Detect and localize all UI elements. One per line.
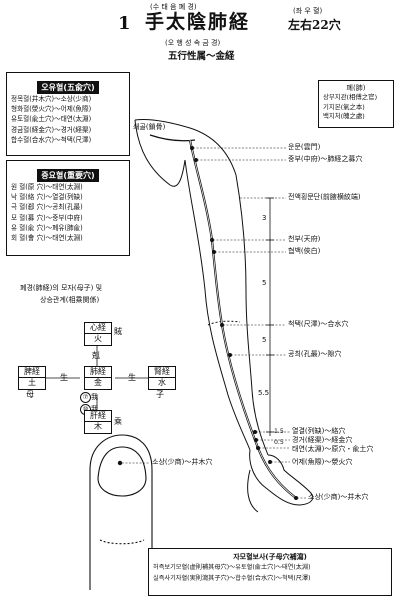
key-row: 낙 혈(絡 穴)～열결(列缺) (11, 193, 83, 202)
label-clavicle: 쇄골(鎖骨) (133, 123, 166, 131)
measure-0-5: 0.5 (274, 439, 284, 446)
key-points-title: 중요혈(重要穴) (37, 169, 99, 182)
key-row: 회 혈(會 穴)～태연(太淵) (11, 234, 83, 243)
label-kongzui: 공최(孔最)～隙穴 (288, 350, 342, 358)
label-tianfu: 천부(天府) (288, 235, 321, 243)
liver-meridian-cell: 肝経木 (84, 410, 112, 434)
label-cheng-bottom: 乘 (114, 417, 122, 426)
label-cheng-top: 賊 (114, 327, 122, 336)
label-sheng-right: 生 (128, 373, 136, 382)
shu-row: 경금혈(経金穴)～경거(経渠) (11, 125, 92, 134)
label-shaoshang: 소상(少商)～井木穴 (308, 493, 369, 501)
label-zhongfu: 중부(中府)～肺経之募穴 (288, 155, 363, 163)
heart-meridian-cell: 心経火 (84, 322, 112, 346)
label-mother: 母 (26, 390, 34, 399)
relation-title-2: 상승관계(相乘関係) (40, 296, 100, 304)
label-yunmen: 운문(雲門) (288, 143, 321, 151)
title-reading: (수 태 음 폐 경) (150, 3, 197, 11)
shu-points-box: 오유혈(五兪穴) 정목혈(井木穴)～소상(少商) 형화혈(滎火穴)～어제(魚際)… (6, 72, 130, 156)
key-row: 유 혈(兪 穴)～폐유(肺兪) (11, 223, 83, 232)
side-count: 左右22穴 (288, 18, 341, 32)
tonify-row: 실즉사기자혈(実則瀉其子穴)～합수혈(合水穴)～척택(尺澤) (153, 575, 311, 582)
lung-meridian-cell: 肺経金 (84, 366, 112, 390)
subtitle-reading: (오 행 성 속 금 경) (165, 39, 221, 47)
meridian-title: 手太陰肺経 (145, 11, 251, 33)
label-axilla-line: 전액횡문단(前腋横紋端) (288, 193, 361, 201)
label-taiyuan: 태연(太淵)～原穴・兪土穴 (292, 445, 374, 453)
kidney-meridian-cell: 腎経水 (148, 366, 176, 390)
lung-row: 백지처(魄之處) (323, 112, 365, 120)
label-jingqu: 경거(経渠)～経金穴 (292, 436, 353, 444)
key-row: 극 혈(郄 穴)～공최(孔最) (11, 203, 83, 212)
side-reading: (좌 우 혈) (293, 7, 323, 15)
label-child: 子 (156, 390, 164, 399)
key-points-box: 중요혈(重要穴) 원 혈(原 穴)～태연(太淵) 낙 혈(絡 穴)～열결(列缺)… (6, 160, 130, 256)
label-lieque: 열결(列缺)～絡穴 (292, 427, 346, 435)
measure-5a: 5 (262, 279, 267, 287)
label-ke-top: 剋 (92, 351, 100, 360)
shu-points-title: 오유혈(五兪穴) (37, 81, 99, 94)
measure-5b: 5 (262, 336, 267, 344)
label-yuji: 어제(魚際)～滎火穴 (292, 458, 353, 466)
tonify-title: 자모혈보사(子母穴補瀉) (233, 553, 307, 561)
tonify-box: 자모혈보사(子母穴補瀉) 허즉보기모혈(虚則補其母穴)～유토혈(兪土穴)～태연(… (148, 548, 392, 596)
label-chize: 척택(尺澤)～合水穴 (288, 320, 349, 328)
chapter-number: 1 (118, 13, 131, 34)
shu-row: 정목혈(井木穴)～소상(少商) (11, 95, 92, 103)
key-row: 모 혈(募 穴)～중부(中府) (11, 213, 83, 222)
tonify-row: 허즉보기모혈(虚則補其母穴)～유토혈(兪土穴)～태연(太淵) (153, 564, 311, 571)
key-row: 원 혈(原 穴)～태연(太淵) (11, 183, 83, 191)
shu-row: 합수혈(合水穴)～척택(尺澤) (11, 135, 92, 144)
spleen-meridian-cell: 脾経土 (18, 366, 46, 390)
shu-row: 유토혈(兪土穴)～태연(太淵) (11, 115, 92, 124)
lung-box: 폐(肺) 상부지관(相傅之官) 기지본(氣之本) 백지처(魄之處) (318, 80, 394, 128)
shu-row: 형화혈(滎火穴)～어제(魚際) (11, 105, 92, 114)
measure-3: 3 (262, 214, 267, 222)
subtitle: 五行性属～金経 (168, 51, 235, 62)
measure-1-5: 1.5 (274, 428, 284, 435)
label-sheng-left: 生 (60, 373, 68, 382)
circle-a: ⑦ (80, 392, 91, 403)
label-xiabai: 협백(俠白) (288, 247, 321, 255)
measure-5-5: 5.5 (258, 389, 270, 397)
lung-row: 상부지관(相傅之官) (323, 93, 378, 101)
label-thumb-shaoshang: 소상(少商)～井木穴 (152, 458, 213, 466)
relation-title-1: 폐경(肺経)의 모자(母子) 및 (20, 284, 103, 292)
lung-title: 폐(肺) (346, 84, 366, 92)
lung-row: 기지본(氣之本) (323, 102, 365, 111)
